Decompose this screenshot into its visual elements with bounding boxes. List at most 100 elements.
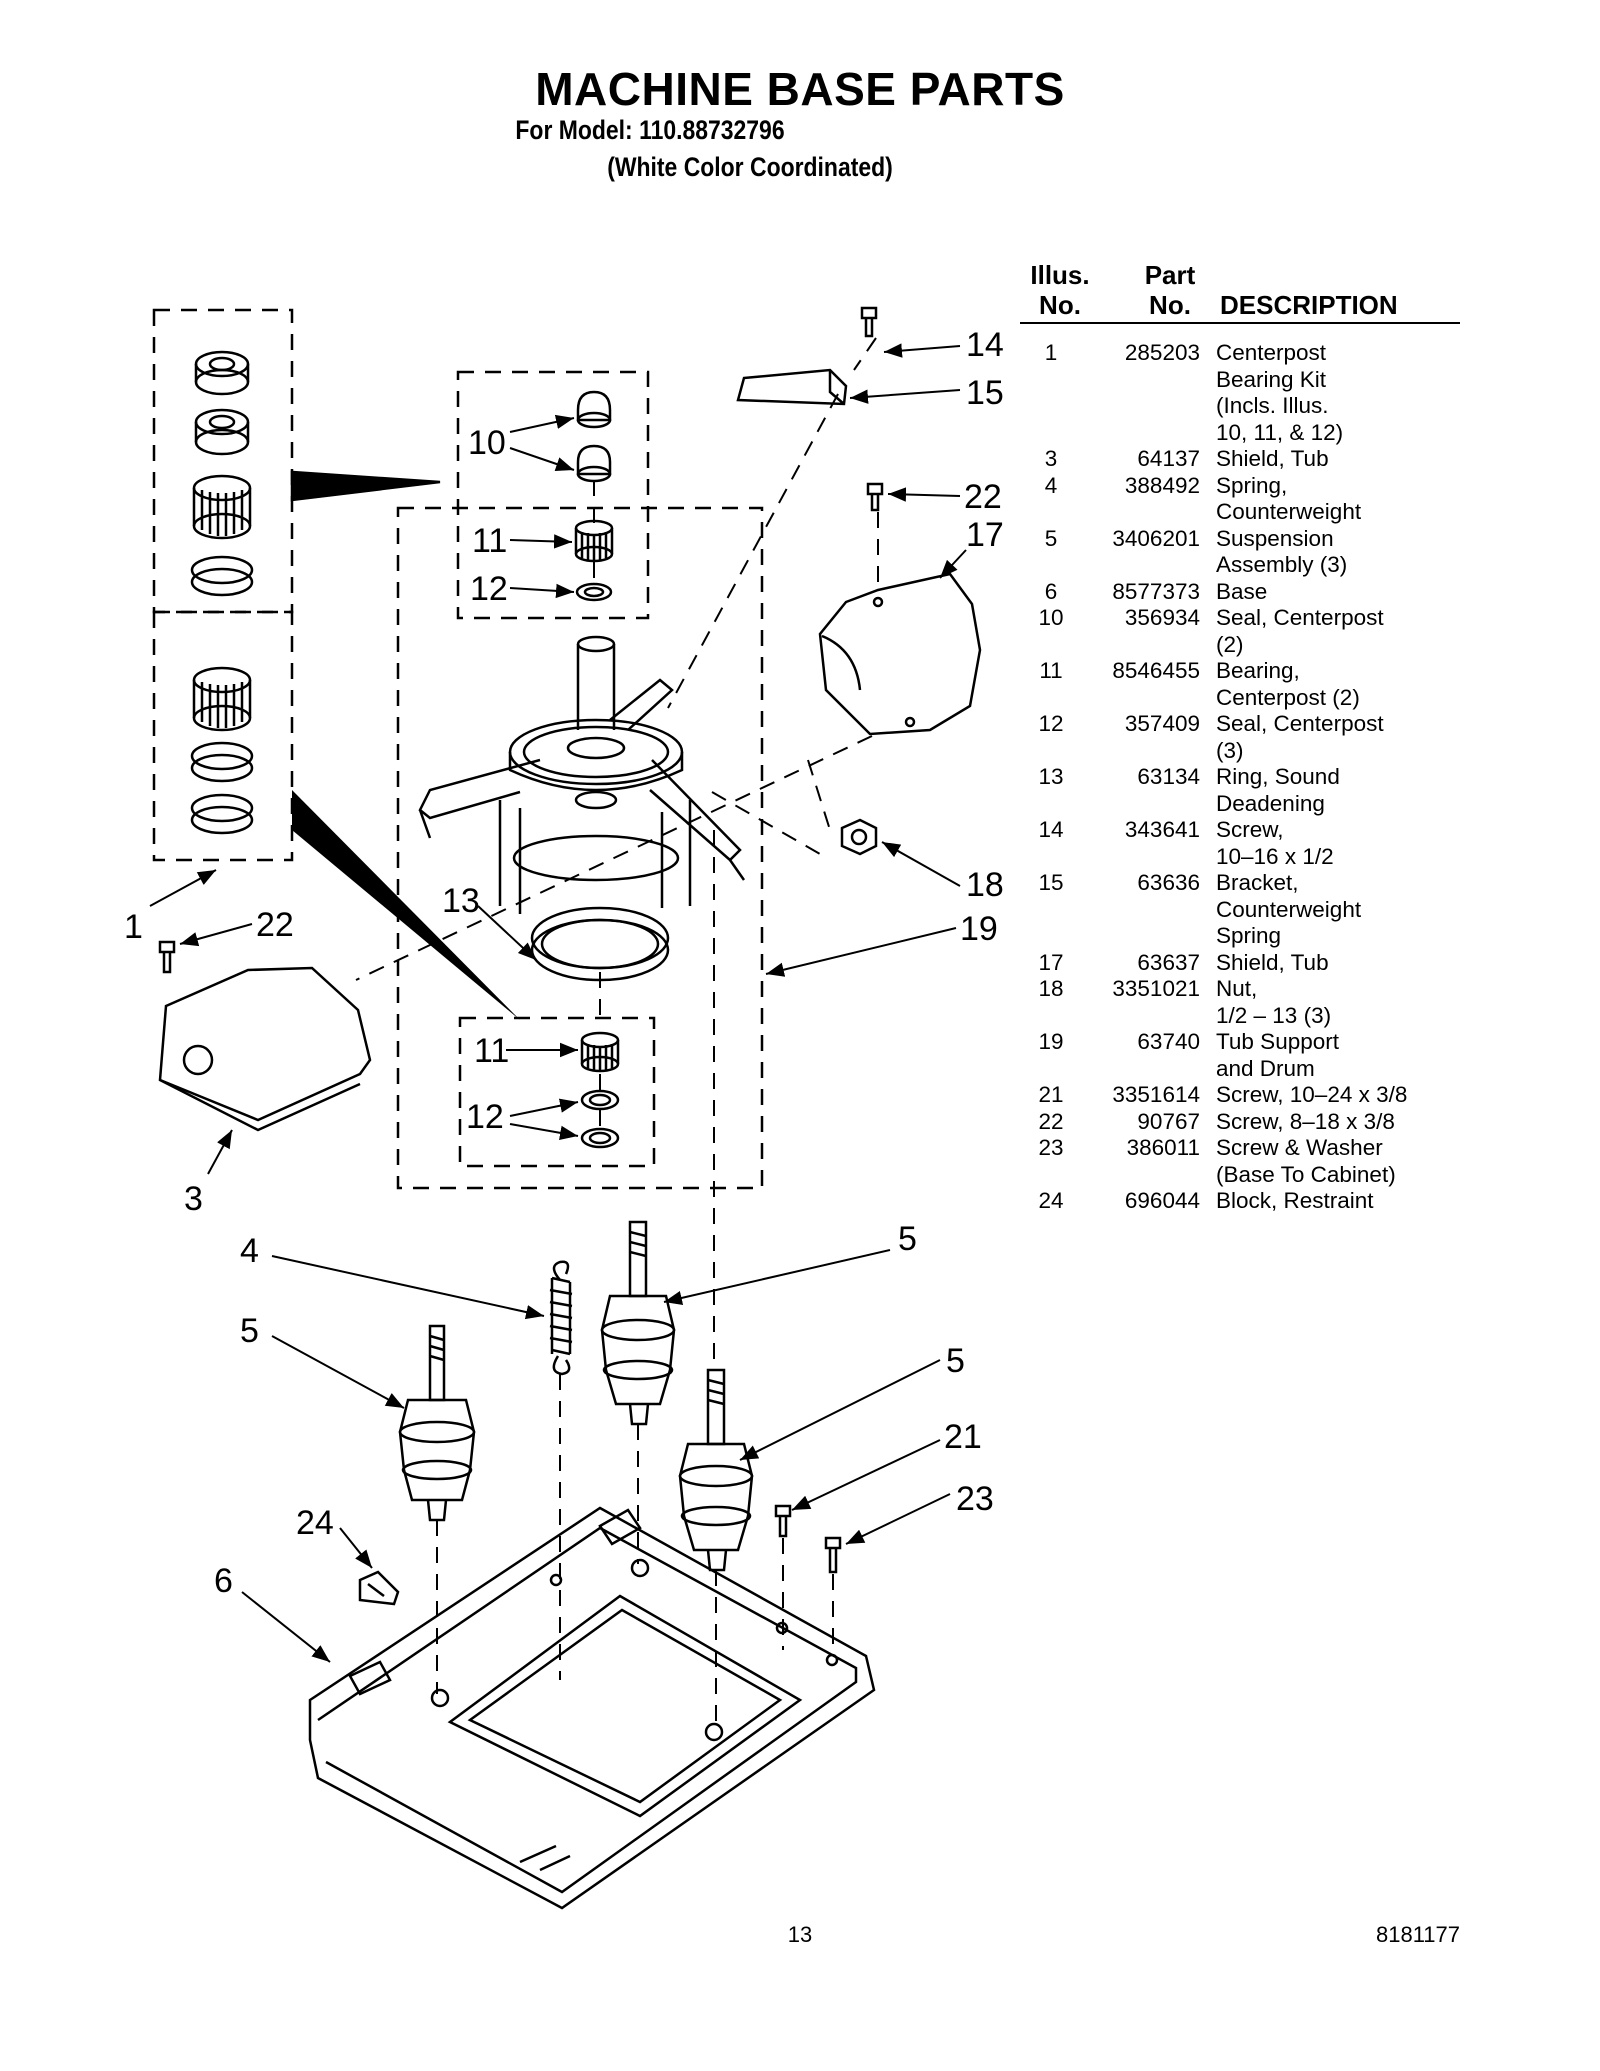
part-description: Shield, Tub (1216, 446, 1460, 473)
kit-ring-3 (190, 793, 254, 835)
kit-ring-1 (190, 555, 254, 597)
part-number: 3351021 (1112, 976, 1200, 1001)
page-title: MACHINE BASE PARTS (535, 63, 1065, 115)
seal-12-upper (575, 582, 613, 602)
part-number: 64137 (1137, 446, 1200, 471)
nut-18 (840, 818, 878, 856)
description-line: Counterweight (1216, 896, 1362, 922)
callout-23: 23 (956, 1480, 994, 1518)
restraint-block-24 (358, 1570, 400, 1606)
description-line: Bearing Kit (1216, 366, 1327, 392)
callout-12-upper: 12 (470, 570, 508, 608)
illus-number: 6 (1044, 578, 1058, 604)
illus-number: 22 (1038, 1108, 1064, 1134)
description-line: Centerpost (1216, 340, 1327, 365)
description-line: Centerpost (2) (1216, 684, 1360, 710)
part-number: 3406201 (1112, 525, 1200, 551)
description-line: Base (1216, 578, 1268, 604)
seal-12-lower-b (580, 1127, 620, 1149)
description-line: Bracket, (1216, 870, 1299, 895)
kit-wedge-upper (290, 470, 441, 502)
bearing-11-lower (580, 1031, 620, 1073)
description-line: Nut, (1216, 976, 1258, 1001)
kit-box-lower (152, 610, 294, 862)
screw-22-lower (158, 940, 176, 974)
description-line: Shield, Tub (1216, 949, 1329, 975)
description-line: Assembly (3) (1216, 552, 1348, 577)
illus-number: 14 (1038, 817, 1064, 842)
table-row: 21 3351614 Screw, 10–24 x 3/8 (1020, 1082, 1460, 1109)
description-line: Deadening (1216, 790, 1325, 816)
description-line: 10–16 x 1/2 (1216, 843, 1334, 869)
kit-wedge-lower (292, 790, 520, 1020)
description-line: Seal, Centerpost (1216, 605, 1384, 630)
shield-17 (818, 572, 982, 736)
part-number: 63740 (1137, 1029, 1200, 1054)
model-line: For Model: 110.88732796 (515, 115, 785, 145)
screw-23 (824, 1536, 842, 1574)
base-6 (308, 1506, 876, 1910)
description-line: Tub Support (1216, 1029, 1339, 1054)
description-line: Suspension (1216, 525, 1334, 551)
illus-number: 24 (1038, 1188, 1064, 1213)
header-description: DESCRIPTION (1220, 290, 1398, 320)
part-number: 285203 (1124, 340, 1200, 365)
description-line: Bearing, (1216, 658, 1300, 683)
callout-4: 4 (240, 1232, 259, 1270)
document-number: 8181177 (1375, 1922, 1460, 1947)
description-line: 1/2 – 13 (3) (1216, 1002, 1332, 1028)
kit-seal-2 (194, 408, 250, 456)
description-line: Seal, Centerpost (1216, 711, 1384, 736)
callout-11-lower: 11 (474, 1032, 509, 1070)
part-number: 3351614 (1112, 1082, 1200, 1107)
description-line: 10, 11, & 12) (1216, 419, 1344, 445)
illus-number: 17 (1038, 949, 1064, 975)
illus-number: 15 (1038, 870, 1064, 895)
seal-10-lower (576, 444, 612, 483)
part-description: Screw, 10–24 x 3/8 (1216, 1082, 1460, 1109)
part-number: 63636 (1137, 870, 1200, 895)
callout-21: 21 (944, 1418, 982, 1456)
illus-number: 10 (1038, 605, 1064, 630)
callout-24: 24 (296, 1504, 334, 1542)
callout-labels: 14 15 22 17 10 11 12 1 22 13 18 19 11 12… (124, 326, 1004, 1600)
suspension-5-left (398, 1324, 476, 1522)
callout-17: 17 (966, 516, 1004, 554)
screw-14 (860, 306, 878, 338)
description-line: Block, Restraint (1216, 1188, 1374, 1213)
part-description: Seal, Centerpost(3) (1216, 711, 1460, 764)
kit-seal-1 (194, 350, 250, 396)
description-line: Screw, 10–24 x 3/8 (1216, 1082, 1408, 1107)
kit-box-upper (152, 308, 294, 614)
suspension-5-center (600, 1220, 676, 1426)
description-line: Shield, Tub (1216, 446, 1329, 471)
description-line: Ring, Sound (1216, 764, 1340, 789)
callout-15: 15 (966, 374, 1004, 412)
description-line: (3) (1216, 737, 1244, 763)
page-number: 13 (787, 1922, 813, 1947)
illus-number: 4 (1044, 472, 1058, 498)
part-description: Base (1216, 579, 1460, 606)
part-number: 8546455 (1112, 658, 1200, 683)
screw-22-upper (866, 482, 884, 512)
kit-bearing-1 (192, 474, 252, 540)
description-line: Screw, (1216, 817, 1284, 842)
callout-5-center: 5 (898, 1220, 917, 1258)
part-description: Shield, Tub (1216, 950, 1460, 977)
part-number: 356934 (1124, 605, 1200, 630)
illus-number: 21 (1038, 1082, 1064, 1107)
